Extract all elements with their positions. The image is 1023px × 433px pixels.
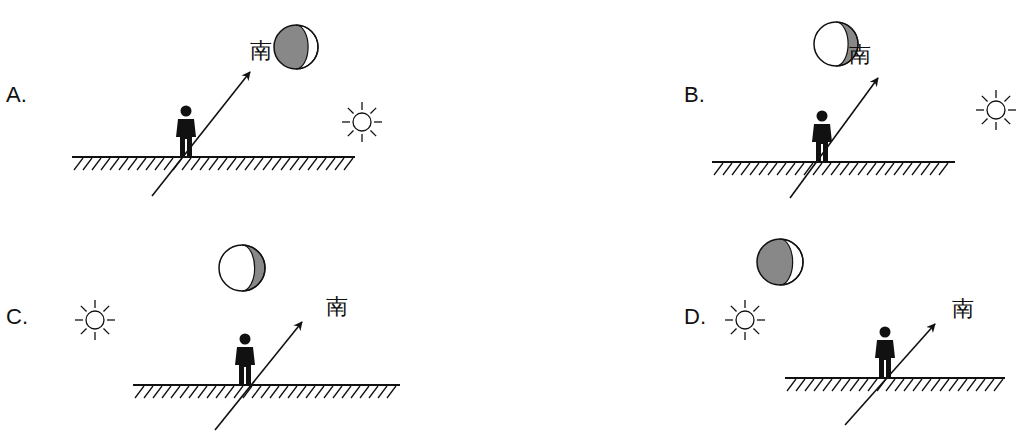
direction-label: 南 — [250, 40, 272, 62]
direction-label: 南 — [326, 296, 348, 318]
moon-phase — [274, 25, 318, 69]
moon-phase — [757, 239, 803, 285]
ground — [133, 385, 400, 398]
direction-arrow — [215, 322, 302, 430]
sun-symbol — [75, 300, 115, 340]
direction-label: 南 — [849, 44, 871, 66]
option-letter: D. — [684, 306, 706, 328]
option-letter: C. — [6, 306, 28, 328]
person-figure — [176, 106, 196, 158]
option-letter: A. — [6, 84, 27, 106]
ground — [72, 157, 355, 170]
option-letter: B. — [684, 84, 705, 106]
direction-label: 南 — [952, 298, 974, 320]
sun-symbol — [342, 102, 382, 142]
direction-arrow — [845, 324, 935, 425]
person-figure — [812, 111, 832, 163]
sun-symbol — [976, 90, 1016, 130]
person-figure — [235, 334, 255, 386]
direction-arrow — [790, 78, 878, 198]
ground — [785, 378, 1005, 391]
sun-symbol — [725, 300, 765, 340]
person-figure — [875, 327, 895, 379]
moon-phase — [219, 245, 265, 291]
direction-arrow — [152, 72, 250, 196]
ground — [712, 162, 955, 175]
